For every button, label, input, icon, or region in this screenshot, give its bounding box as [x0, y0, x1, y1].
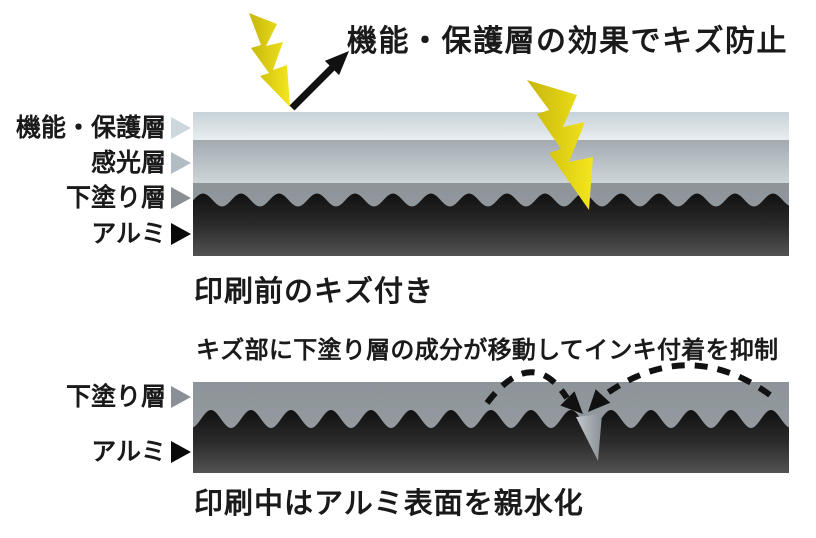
deflection-arrow-head [324, 51, 349, 76]
pointer-aluminum [171, 223, 191, 245]
caption-during-printing: 印刷中はアルミ表面を親水化 [194, 487, 584, 520]
annotation-ink-adhesion-suppression: キズ部に下塗り層の成分が移動してインキ付着を抑制 [196, 336, 778, 364]
pointer-functional-protective-layer [171, 117, 191, 139]
scratch-notch [576, 414, 602, 461]
pointer-photosensitive-layer [171, 152, 191, 174]
label-aluminum: アルミ [91, 220, 166, 248]
lightning-bolt-small-icon [249, 13, 290, 107]
label-undercoat-layer: 下塗り層 [66, 183, 166, 212]
pointer-undercoat-layer [171, 187, 191, 209]
label-aluminum-2: アルミ [91, 438, 166, 466]
figure-during-printing: キズ部に下塗り層の成分が移動してインキ付着を抑制 下塗り層 アルミ 印刷中はアル… [66, 336, 789, 520]
migration-arrow-right-head [588, 389, 611, 412]
annotation-scratch-prevention: 機能・保護層の効果でキズ防止 [347, 24, 788, 58]
migration-arrow-left-head [560, 391, 583, 414]
functional-protective-layer-band [193, 112, 789, 140]
migration-arrow-left [484, 369, 570, 405]
aluminum-layer-wavy [193, 193, 789, 256]
caption-before-printing: 印刷前のキズ付き [194, 274, 434, 308]
deflection-arrow-shaft [289, 63, 337, 111]
aluminum-layer-wavy-2 [193, 410, 789, 473]
label-photosensitive-layer: 感光層 [91, 148, 166, 177]
label-undercoat-layer-2: 下塗り層 [66, 382, 166, 411]
photosensitive-layer-band [193, 140, 789, 183]
label-functional-protective-layer: 機能・保護層 [16, 113, 166, 142]
pointer-undercoat-layer-2 [171, 386, 191, 408]
lightning-bolt-large-icon [527, 80, 593, 210]
pointer-aluminum-2 [171, 441, 191, 463]
migration-arrow-right [601, 362, 772, 399]
figure-before-printing: 機能・保護層 感光層 下塗り層 アルミ 機能・保護層の効果でキズ防止 印刷前のキ… [16, 13, 789, 308]
